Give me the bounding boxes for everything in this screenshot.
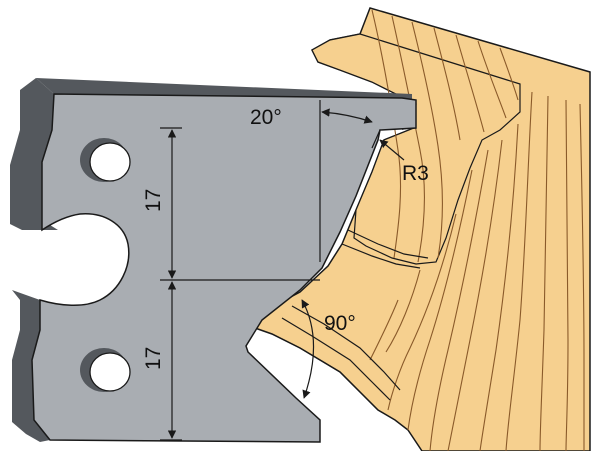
angle-arc-top	[321, 108, 373, 124]
radius-leader	[379, 139, 405, 161]
dimension-labels: 20° R3 90° 17 17	[142, 106, 429, 370]
height-label-lower: 17	[142, 347, 165, 370]
angle-arc-bottom	[301, 299, 315, 399]
angle-leader-top	[371, 129, 381, 149]
wood-upper-lip	[311, 33, 521, 265]
knife-edge-left-upper	[10, 78, 58, 230]
angle-label-top: 20°	[250, 106, 282, 129]
wood-workpiece	[253, 7, 591, 451]
knife-edge-left-lower	[12, 290, 50, 442]
dimension-lines	[160, 100, 405, 441]
radius-label: R3	[402, 162, 429, 185]
wood-grain	[369, 9, 585, 451]
height-label-upper: 17	[142, 189, 165, 212]
knife-edge-top	[36, 78, 412, 130]
angle-label-bottom: 90°	[324, 312, 356, 335]
mounting-hole-upper	[80, 138, 131, 182]
mounting-hole-lower	[80, 348, 131, 392]
